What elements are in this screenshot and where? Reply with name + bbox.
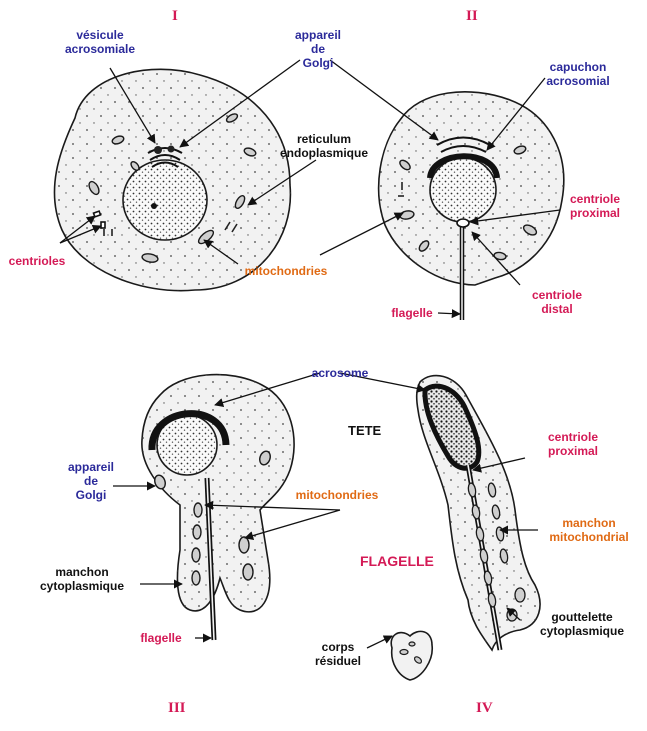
label-manchon-cytoplasmique: manchon cytoplasmique — [22, 565, 142, 593]
stage-label-4: IV — [476, 700, 493, 717]
label-mitochondries-2: mitochondries — [272, 488, 402, 502]
label-flagelle-1: flagelle — [382, 306, 442, 320]
label-gouttelette-line1: gouttelette — [520, 610, 644, 624]
label-capuchon-acrosomial: capuchon acrosomial — [528, 60, 628, 88]
label-vesicule-line1: vésicule — [40, 28, 160, 42]
label-capuchon-line1: capuchon — [528, 60, 628, 74]
label-golgi1-line3: Golgi — [278, 56, 358, 70]
cell-stage-1 — [54, 69, 290, 290]
label-gouttelette-line2: cytoplasmique — [520, 624, 644, 638]
label-reticulum-line1: reticulum — [254, 132, 394, 146]
label-centriole-prox1-line1: centriole — [555, 192, 635, 206]
label-centriole-prox1-line2: proximal — [555, 206, 635, 220]
label-mitochondries-1: mitochondries — [226, 264, 346, 278]
label-centriole-prox2-line1: centriole — [528, 430, 618, 444]
label-flagelle-region: FLAGELLE — [360, 553, 434, 569]
label-reticulum-line2: endoplasmique — [254, 146, 394, 160]
label-manchon-cyto-line1: manchon — [22, 565, 142, 579]
label-centrioles: centrioles — [2, 254, 72, 268]
label-centriole-distal-line1: centriole — [512, 288, 602, 302]
label-appareil-de-golgi-1: appareil de Golgi — [278, 28, 358, 70]
label-golgi2-line1: appareil — [56, 460, 126, 474]
label-gouttelette-cytoplasmique: gouttelette cytoplasmique — [520, 610, 644, 638]
residual-body — [391, 631, 432, 680]
label-manchon-mito-line1: manchon — [534, 516, 644, 530]
label-corps-line1: corps — [303, 640, 373, 654]
stage-label-1: I — [172, 8, 178, 25]
label-golgi2-line3: Golgi — [56, 488, 126, 502]
label-tete: TETE — [348, 423, 381, 438]
label-flagelle-2: flagelle — [128, 631, 194, 645]
label-centriole-distal-line2: distal — [512, 302, 602, 316]
label-centriole-proximal-1: centriole proximal — [555, 192, 635, 220]
label-corps-line2: résiduel — [303, 654, 373, 668]
stage-label-2: II — [466, 8, 478, 25]
label-manchon-mitochondrial: manchon mitochondrial — [534, 516, 644, 544]
label-golgi1-line2: de — [278, 42, 358, 56]
label-manchon-mito-line2: mitochondrial — [534, 530, 644, 544]
label-vesicule-acrosomiale: vésicule acrosomiale — [40, 28, 160, 56]
label-reticulum-endoplasmique: reticulum endoplasmique — [254, 132, 394, 160]
label-capuchon-line2: acrosomial — [528, 74, 628, 88]
label-golgi2-line2: de — [56, 474, 126, 488]
label-centriole-proximal-2: centriole proximal — [528, 430, 618, 458]
label-corps-residuel: corps résiduel — [303, 640, 373, 668]
label-golgi1-line1: appareil — [278, 28, 358, 42]
label-appareil-de-golgi-2: appareil de Golgi — [56, 460, 126, 502]
cell-stage-2 — [379, 92, 564, 320]
cell-stage-4 — [417, 376, 540, 650]
label-manchon-cyto-line2: cytoplasmique — [22, 579, 142, 593]
label-centriole-distal: centriole distal — [512, 288, 602, 316]
label-vesicule-line2: acrosomiale — [40, 42, 160, 56]
label-acrosome: acrosome — [300, 366, 380, 380]
stage-label-3: III — [168, 700, 186, 717]
label-centriole-prox2-line2: proximal — [528, 444, 618, 458]
